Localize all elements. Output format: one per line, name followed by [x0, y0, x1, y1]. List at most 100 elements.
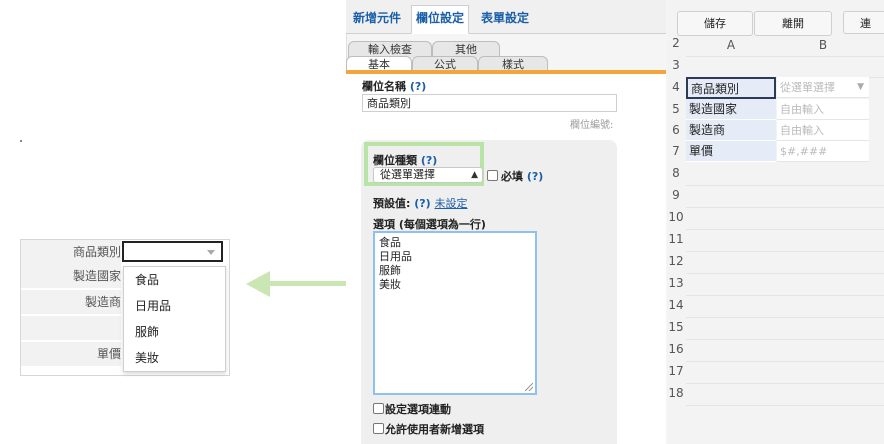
decorative-dot [20, 140, 22, 142]
column-header-b[interactable]: B [818, 38, 828, 52]
sheet-cell-a6[interactable]: 製造商 [686, 120, 776, 141]
field-type-select[interactable]: 從選單選擇▲ [373, 167, 483, 183]
row-number[interactable]: 7 [672, 144, 680, 158]
link-options-checkbox[interactable] [373, 403, 384, 414]
grid-line [686, 229, 884, 230]
sheet-cell-b7[interactable]: $#,### [777, 141, 869, 162]
chevron-down-icon: ▼ [857, 82, 864, 92]
highlight-box [364, 142, 484, 186]
preview-row: 製造國家 [21, 264, 229, 289]
option-line: 食品 [379, 236, 401, 249]
grid-line [686, 339, 884, 340]
preview-dropdown-list: 食品 日用品 服飾 美妝 [123, 266, 226, 372]
tab-add-component[interactable]: 新增元件 [353, 11, 402, 25]
link-options-label: 設定選項連動 [385, 403, 451, 416]
row-number[interactable]: 6 [672, 123, 680, 137]
grid-line [686, 361, 884, 362]
preview-row: 單價 [21, 342, 229, 367]
dropdown-option[interactable]: 美妝 [135, 351, 160, 365]
options-label: 選項 (每個選項為一行) [373, 218, 486, 231]
dropdown-option[interactable]: 日用品 [135, 299, 172, 313]
row-number[interactable]: 18 [668, 386, 684, 400]
connect-button[interactable]: 連 [843, 11, 884, 34]
default-label: 預設值: [373, 197, 411, 210]
help-icon[interactable]: (?) [420, 154, 438, 167]
preview-category-select[interactable] [122, 241, 223, 262]
arrow-shaft [268, 281, 348, 286]
field-id-label: 欄位編號: [570, 120, 614, 131]
tab-form-settings[interactable]: 表單設定 [481, 11, 530, 25]
editor-top-tabs: 新增元件 欄位設定 表單設定 [346, 0, 666, 34]
row-number[interactable]: 11 [668, 232, 684, 246]
required-checkbox[interactable] [487, 170, 498, 181]
tab-formula[interactable]: 公式 [412, 56, 478, 73]
grid-line [686, 185, 884, 186]
row-number[interactable]: 12 [668, 254, 684, 268]
row-number[interactable]: 16 [668, 342, 684, 356]
row-number[interactable]: 9 [672, 188, 680, 202]
row-number[interactable]: 14 [668, 298, 684, 312]
tab-style[interactable]: 樣式 [478, 56, 548, 73]
tab-field-settings[interactable]: 欄位設定 [411, 5, 470, 34]
preview-label [21, 316, 121, 341]
field-type-label: 欄位種類 (?) [373, 152, 437, 168]
default-value-link[interactable]: 未設定 [434, 197, 468, 210]
sheet-cell-a4[interactable]: 商品類別 [686, 77, 776, 99]
row-number[interactable]: 5 [672, 102, 680, 116]
row-number[interactable]: 15 [668, 320, 684, 334]
exit-button[interactable]: 離開 [754, 11, 832, 36]
help-icon[interactable]: (?) [414, 197, 431, 210]
row-number[interactable]: 10 [668, 210, 684, 224]
option-line: 服飾 [379, 264, 401, 277]
sheet-cell-b6[interactable]: 自由輸入 [777, 120, 869, 141]
tab-basic[interactable]: 基本 [346, 56, 412, 73]
preview-label: 單價 [21, 342, 121, 367]
allow-new-label: 允許使用者新增選項 [385, 423, 484, 436]
column-header-a[interactable]: A [726, 38, 736, 52]
row-number[interactable]: 4 [672, 80, 680, 94]
tab-other[interactable]: 其他 [432, 41, 500, 58]
grid-line [686, 251, 884, 252]
grid-line [686, 295, 884, 296]
dropdown-option[interactable]: 食品 [135, 273, 160, 287]
grid-line [686, 207, 884, 208]
option-line: 美妝 [379, 278, 401, 291]
grid-line [686, 317, 884, 318]
preview-row-category: 商品類別 [21, 240, 229, 265]
preview-label: 製造商 [21, 290, 121, 315]
allow-new-checkbox[interactable] [373, 423, 384, 434]
options-textarea[interactable]: 食品 日用品 服飾 美妝 [373, 231, 537, 395]
preview-label: 商品類別 [21, 240, 121, 265]
sheet-cell-a5[interactable]: 製造國家 [686, 99, 776, 120]
row-number[interactable]: 17 [668, 364, 684, 378]
row-number[interactable]: 13 [668, 276, 684, 290]
field-name-label: 欄位名稱 (?) [362, 78, 426, 94]
sheet-cell-b4[interactable]: 從選單選擇 ▼ [777, 77, 869, 98]
dropdown-option[interactable]: 服飾 [135, 325, 160, 339]
required-label: 必填 (?) [501, 168, 543, 184]
field-name-input[interactable]: 商品類別 [362, 94, 617, 112]
field-type-value: 從選單選擇 [380, 168, 435, 181]
active-tab-bar [346, 70, 666, 74]
cell-value: 從選單選擇 [780, 81, 835, 94]
sheet-cell-b5[interactable]: 自由輸入 [777, 99, 869, 120]
field-type-text: 欄位種類 [373, 154, 417, 167]
grid-line [686, 273, 884, 274]
row-number[interactable]: 8 [672, 166, 680, 180]
default-value-row: 預設值: (?) 未設定 [373, 195, 468, 211]
row-number[interactable]: 3 [672, 58, 680, 72]
required-text: 必填 [501, 170, 523, 183]
save-button[interactable]: 儲存 [677, 11, 753, 36]
form-preview: 商品類別 製造國家 製造商 單價 [20, 239, 230, 376]
grid-line [686, 405, 884, 406]
grid-line [686, 56, 884, 57]
help-icon[interactable]: (?) [526, 170, 544, 183]
tab-input-check[interactable]: 輸入檢查 [348, 41, 432, 58]
help-icon[interactable]: (?) [409, 80, 427, 93]
field-name-text: 欄位名稱 [362, 80, 406, 93]
sheet-cell-a7[interactable]: 單價 [686, 141, 776, 162]
preview-row [21, 316, 229, 341]
preview-row: 製造商 [21, 290, 229, 315]
row-number[interactable]: 2 [672, 36, 680, 50]
resize-grip-icon[interactable] [525, 383, 533, 391]
